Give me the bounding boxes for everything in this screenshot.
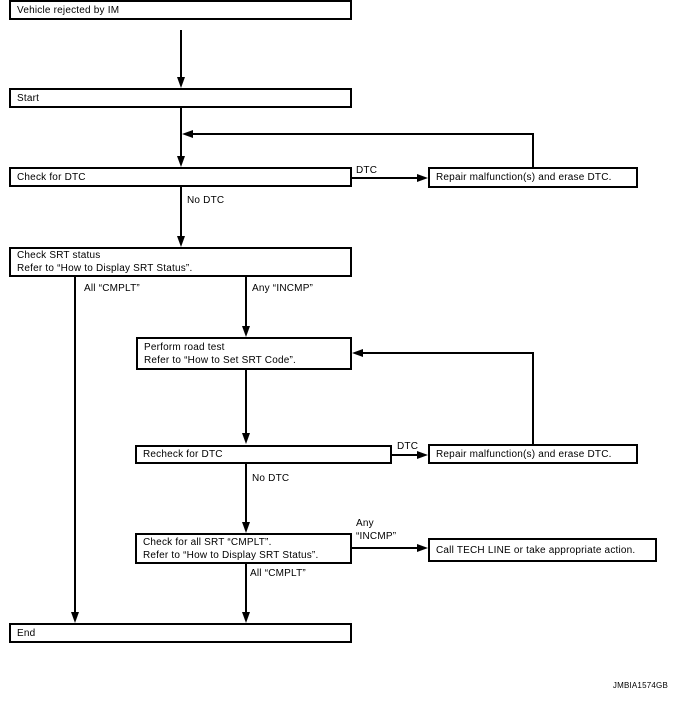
- edge-start-to-checkdtc-line: [180, 108, 182, 156]
- edge-checksrt-to-end-line: [74, 277, 76, 613]
- edge-label-no-dtc-1: No DTC: [187, 195, 225, 206]
- arrow-right-into-repair1: [417, 174, 428, 182]
- arrow-down-into-end-left: [71, 612, 79, 623]
- edge-checkall-to-end-line: [245, 564, 247, 612]
- flow-node-perform-road-test: Perform road test Refer to “How to Set S…: [136, 337, 352, 370]
- edge-repair2-return-vline: [532, 352, 534, 444]
- flow-node-recheck-for-dtc: Recheck for DTC: [135, 445, 392, 464]
- edge-roadtest-to-recheck-line: [245, 370, 247, 433]
- edge-label-all-cmplt-2: All “CMPLT”: [250, 568, 306, 579]
- edge-repair2-return-hline: [362, 352, 534, 354]
- arrow-right-into-repair2: [417, 451, 428, 459]
- edge-checkall-to-calltech-line: [352, 547, 417, 549]
- flow-node-start: Start: [9, 88, 352, 108]
- flow-node-repair-and-erase-dtc-1: Repair malfunction(s) and erase DTC.: [428, 167, 638, 188]
- flow-node-check-for-dtc: Check for DTC: [9, 167, 352, 187]
- edge-label-all-cmplt-1: All “CMPLT”: [84, 283, 140, 294]
- edge-label-dtc-2: DTC: [397, 441, 419, 452]
- edge-checksrt-to-roadtest-line: [245, 277, 247, 327]
- edge-recheck-to-repair2-line: [392, 454, 417, 456]
- arrow-down-into-checksrt: [177, 236, 185, 247]
- arrow-down-into-start: [177, 77, 185, 88]
- edge-repair1-return-vline: [532, 133, 534, 167]
- edge-recheck-to-checkall-line: [245, 464, 247, 522]
- edge-label-any-incmp-2: Any “INCMP”: [356, 518, 397, 542]
- flow-node-check-all-srt-cmplt: Check for all SRT “CMPLT”. Refer to “How…: [135, 533, 352, 564]
- edge-label-no-dtc-2: No DTC: [252, 473, 290, 484]
- arrow-left-into-roadtest: [352, 349, 363, 357]
- flow-node-check-srt-status: Check SRT status Refer to “How to Displa…: [9, 247, 352, 277]
- arrow-down-into-checkdtc: [177, 156, 185, 167]
- flow-node-vehicle-rejected-by-im: Vehicle rejected by IM: [9, 0, 352, 20]
- flow-node-repair-and-erase-dtc-2: Repair malfunction(s) and erase DTC.: [428, 444, 638, 464]
- arrow-right-into-calltech: [417, 544, 428, 552]
- arrow-down-into-checkall: [242, 522, 250, 533]
- arrow-left-repair1-return: [182, 130, 193, 138]
- figure-code: JMBIA1574GB: [612, 681, 668, 690]
- edge-checkdtc-to-checksrt-line: [180, 187, 182, 237]
- edge-label-any-incmp-1: Any “INCMP”: [252, 283, 314, 294]
- arrow-down-into-end-right: [242, 612, 250, 623]
- flow-node-end: End: [9, 623, 352, 643]
- arrow-down-into-recheck: [242, 433, 250, 444]
- edge-vehicle-to-start-line: [180, 30, 182, 78]
- flow-node-call-tech-line: Call TECH LINE or take appropriate actio…: [428, 538, 657, 562]
- edge-checkdtc-to-repair1-line: [352, 177, 417, 179]
- arrow-down-into-roadtest: [242, 326, 250, 337]
- edge-repair1-return-hline: [193, 133, 534, 135]
- edge-label-dtc-1: DTC: [356, 165, 378, 176]
